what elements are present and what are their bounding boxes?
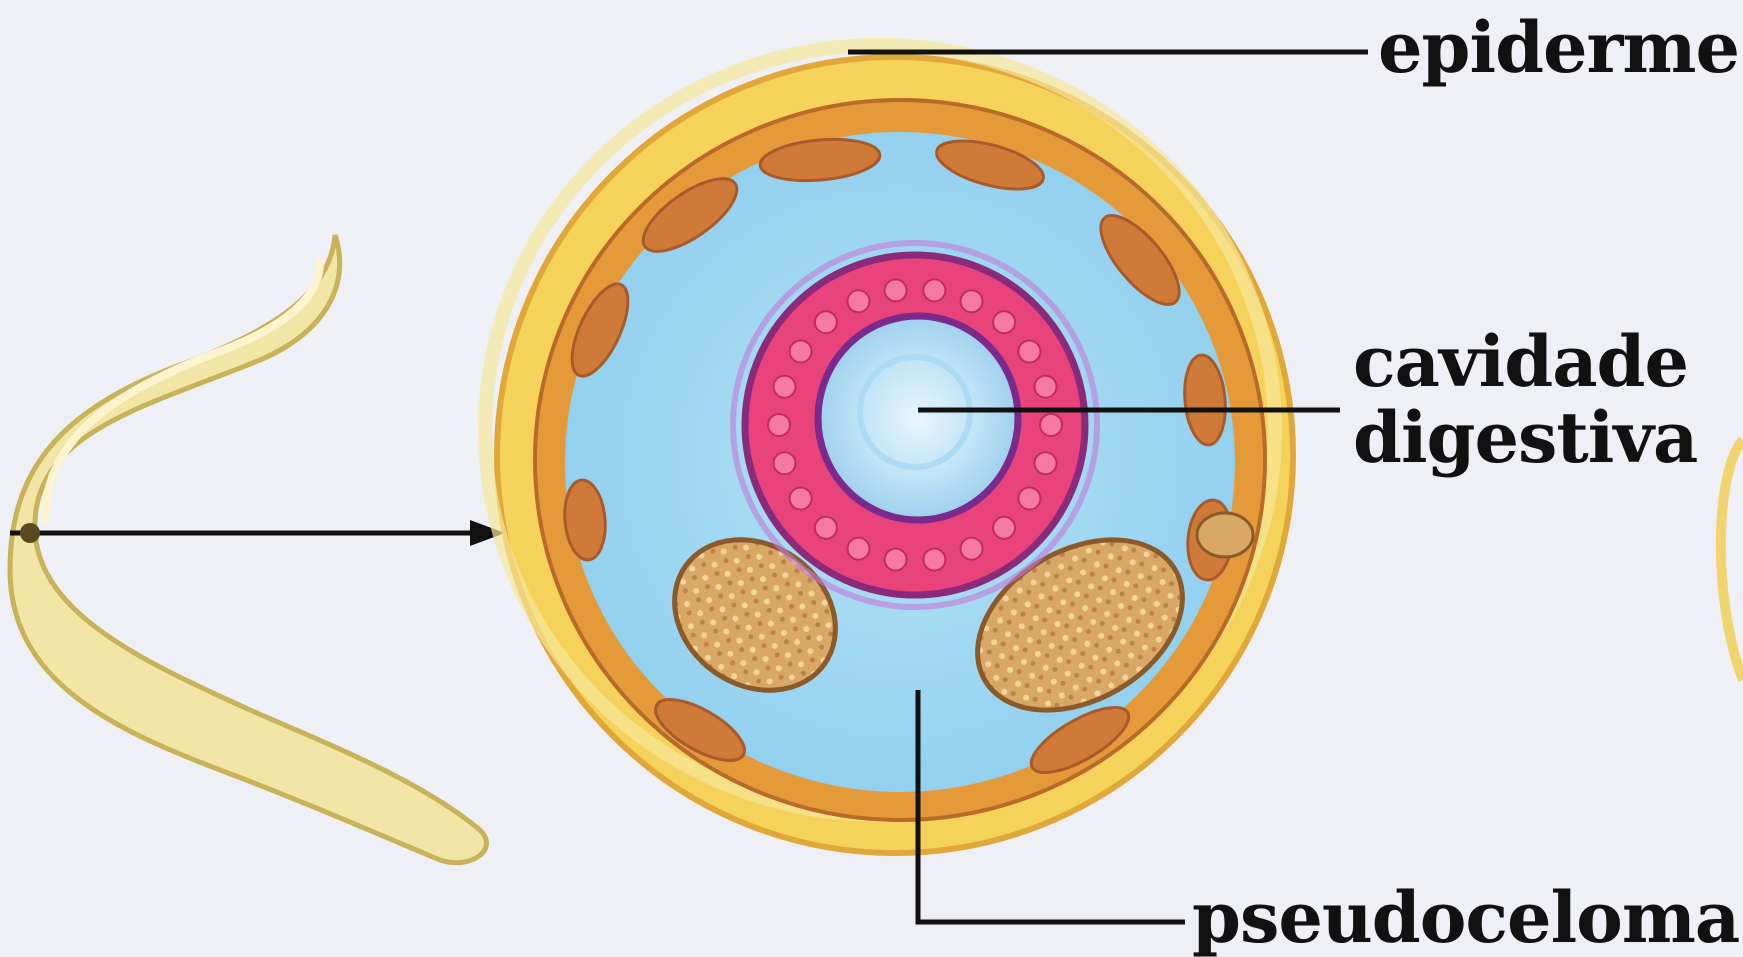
gut-cell [848,538,870,560]
label-cavidade-line1: cavidade [1353,324,1697,400]
label-cavidade-digestiva: cavidade digestiva [1353,324,1697,476]
gut-cell [815,311,837,333]
gut-cell [961,290,983,312]
gut-cell [1040,414,1062,436]
section-cut-marker [20,523,40,543]
gut-lumen [818,316,1018,520]
gut-cell [923,549,945,571]
gut-cell [1035,376,1057,398]
gut-cell [768,414,790,436]
gut-cell [790,488,812,510]
gut-cell [790,341,812,363]
gut-cell [885,279,907,301]
gut-cell [774,452,796,474]
label-pseudoceloma: pseudoceloma [1192,880,1739,956]
worm-body [10,235,486,863]
gut-cell [815,517,837,539]
gut-cell [1018,488,1040,510]
right-small-structure [1197,513,1253,557]
gut-cell [993,517,1015,539]
gut-cell [923,279,945,301]
gut-cell [1018,341,1040,363]
edge-fragment [1721,440,1743,680]
gut-cell [774,376,796,398]
label-epiderme: epiderme [1378,10,1739,86]
gut-cell [993,311,1015,333]
label-cavidade-line2: digestiva [1353,400,1697,476]
gut-cell [961,538,983,560]
gut-cell [885,549,907,571]
gut-cell [848,290,870,312]
gut-cell [1035,452,1057,474]
